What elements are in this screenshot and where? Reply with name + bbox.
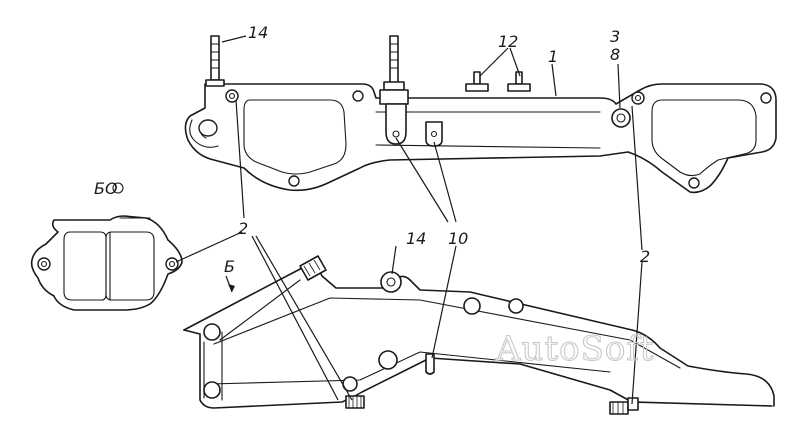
leader-14-top [221, 35, 247, 43]
bracket-10-b [425, 121, 443, 147]
side-nut-right [609, 397, 639, 415]
flange-bolt-hole-right [165, 257, 179, 271]
flange-window-right [105, 231, 155, 301]
leader-12-b [509, 47, 521, 77]
flange-outline [30, 215, 183, 311]
callout-view-bo: БО [94, 179, 118, 198]
left-end-curl [189, 119, 219, 148]
stud-bracket-middle [379, 35, 409, 105]
nut-3-8 [611, 108, 631, 128]
flange-hole-left-bottom [288, 175, 300, 187]
manifold-body-outline [184, 83, 777, 194]
side-boss-lower-left [203, 381, 221, 399]
leader-2-nut-a [251, 235, 339, 401]
leader-10-a [395, 137, 449, 223]
side-upper-contour [183, 266, 775, 407]
flange-hole-left-upper [225, 89, 239, 103]
leader-12-a [479, 47, 509, 77]
side-hatched-nut-mid [345, 395, 365, 409]
flange-bolt-hole-right-inner [168, 260, 176, 268]
side-bracket-10 [425, 353, 435, 375]
bracket-10-a [385, 103, 407, 145]
side-boss-14-inner [386, 277, 396, 287]
side-boss-a [463, 297, 481, 315]
leader-10-b [433, 141, 457, 223]
flange-hole-left-upper-inner [228, 92, 236, 100]
leader-1 [551, 63, 557, 97]
leader-2-right-top [631, 105, 643, 251]
manifold-lower-edge [375, 144, 601, 149]
autosoft-watermark: AutoSoft [495, 329, 655, 369]
leader-10-side [431, 245, 457, 359]
callout-view-b: Б [224, 257, 235, 276]
manifold-top-view [184, 35, 777, 194]
side-boss-lower-mid [378, 350, 398, 370]
flange-bolt-hole-left-inner [40, 260, 48, 268]
flange-hole-right-upper-inner [634, 94, 642, 102]
leader-lines [175, 35, 643, 405]
flange-window-left [63, 231, 107, 301]
leader-3-8 [617, 63, 621, 109]
flange-hole-right-upper [631, 91, 645, 105]
side-boss-upper-left [203, 323, 221, 341]
flange-hole-right-far [760, 92, 772, 104]
view-bo-marker-circle [112, 182, 124, 194]
left-port-window [243, 99, 347, 175]
leader-2-top [235, 99, 245, 219]
flange-bolt-hole-left [37, 257, 51, 271]
studs-12 [465, 71, 531, 92]
leader-2-nut-b [255, 235, 353, 401]
side-inner-ridge [213, 297, 681, 369]
side-boss-b [508, 298, 524, 314]
callout-1: 1 [548, 47, 558, 66]
callout-2-left: 2 [238, 219, 248, 238]
side-boss-14 [380, 271, 402, 293]
flange-hole-right-bottom [688, 177, 700, 189]
callout-8: 8 [610, 45, 620, 64]
right-port-window [651, 99, 757, 177]
callout-14-mid: 14 [406, 229, 426, 248]
side-inner-brace [219, 279, 301, 341]
flange-hole-left-right [352, 90, 364, 102]
view-b-arrow [225, 275, 235, 293]
callout-10: 10 [448, 229, 468, 248]
side-hatched-stud [299, 255, 327, 281]
side-lower-contour [183, 329, 773, 409]
callout-12: 12 [498, 32, 518, 51]
callout-labels: 14 12 1 3 8 БО 2 10 14 2 Б [94, 23, 650, 276]
flange-view-bo [30, 182, 183, 311]
callout-3: 3 [610, 27, 620, 46]
left-end-bore [198, 119, 218, 137]
leader-14-mid [391, 245, 397, 275]
callout-14-top: 14 [248, 23, 268, 42]
callout-2-right: 2 [640, 247, 650, 266]
stud-14-left [205, 35, 225, 87]
manifold-side-view [183, 255, 775, 415]
leader-2-right-bottom [631, 261, 643, 405]
leader-2-flange [175, 231, 243, 263]
